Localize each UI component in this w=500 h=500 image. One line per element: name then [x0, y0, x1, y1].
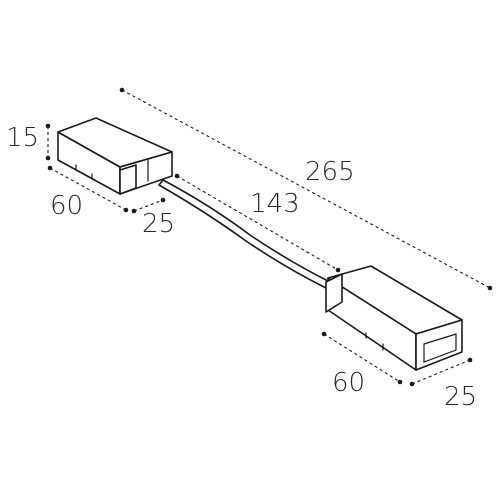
label-height-left: 15 [6, 123, 39, 153]
dimension-length-left [47, 165, 129, 213]
label-cable-length: 143 [250, 189, 300, 219]
label-width-right: 25 [444, 382, 477, 412]
left-connector [57, 117, 173, 195]
dimension-cable-length [174, 173, 341, 273]
label-total-length: 265 [305, 157, 355, 187]
label-length-left: 60 [50, 191, 83, 221]
connecting-cable [158, 179, 331, 289]
dimension-width-right [409, 357, 473, 387]
label-width-left: 25 [142, 209, 175, 239]
dimension-total-length [119, 87, 493, 291]
dimension-height-left [45, 123, 51, 161]
dimension-length-right [321, 331, 403, 385]
dimension-width-left [131, 197, 166, 214]
right-connector [325, 265, 463, 371]
label-length-right: 60 [332, 368, 365, 398]
